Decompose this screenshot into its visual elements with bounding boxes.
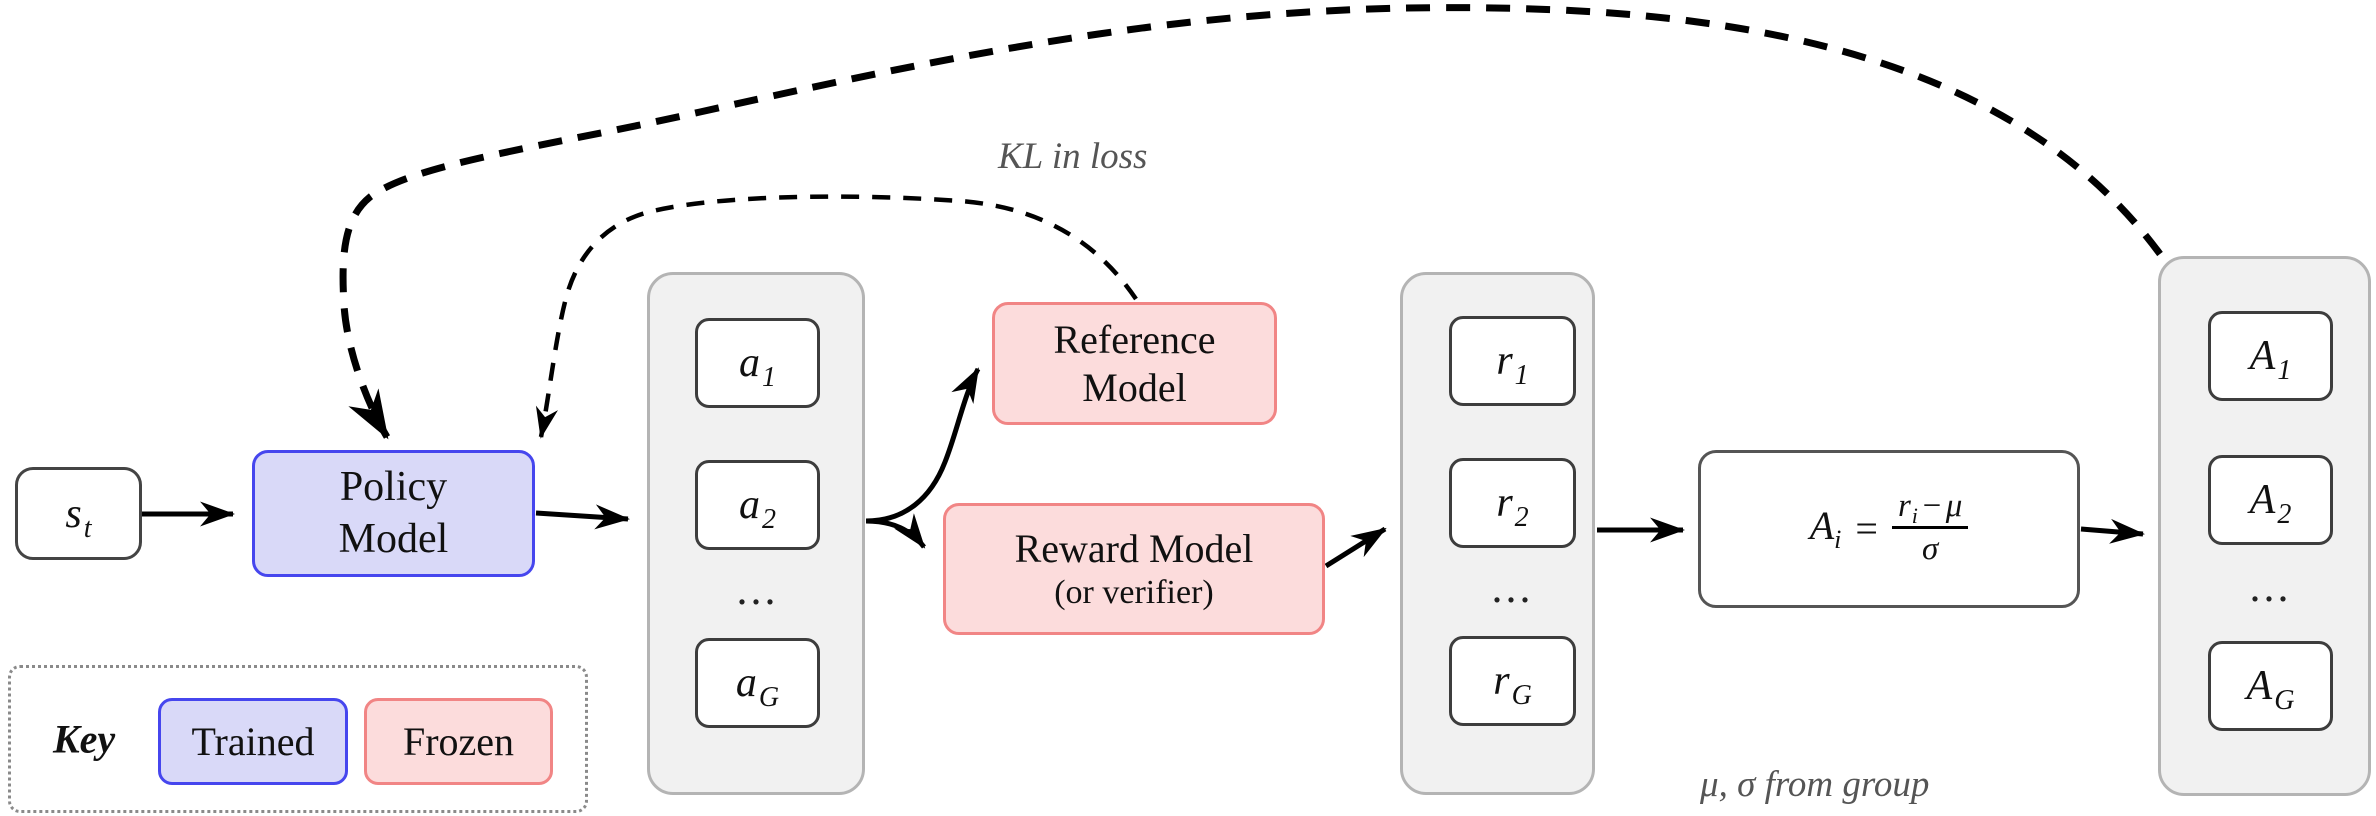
policy-model-label: Policy Model [338,464,449,562]
policy-model-node: Policy Model [252,450,535,577]
mu-sigma-label: μ, σ from group [1700,764,1930,805]
arrow-reference-to-policy-dashed [535,194,1138,439]
key-title: Key [53,716,116,762]
formula-lhs: Ai [1809,503,1842,555]
arrow-actions-to-reward [865,513,926,549]
actions-ellipsis: ... [736,565,779,614]
state-node: st [15,467,142,560]
advantage-item-G: AG [2208,641,2333,731]
action-item-G: aG [695,638,820,728]
reward-model-node: Reward Model (or verifier) [943,503,1325,635]
key-legend: Key Trained Frozen [8,665,588,813]
formula-fraction: ri − μ σ [1891,489,1969,569]
actions-group: a1 a2 ... aG [647,272,865,795]
formula-equals: = [1855,506,1878,552]
reference-model-node: Reference Model [992,302,1277,425]
reference-model-label: Reference Model [1053,316,1216,410]
key-trained-chip: Trained [158,698,348,785]
action-item-1: a1 [695,318,820,408]
kl-in-loss-label: KL in loss [998,136,1148,177]
reward-model-sublabel: (or verifier) [1054,573,1214,611]
formula-numerator: ri − μ [1891,489,1969,529]
rewards-group: r1 r2 ... rG [1400,272,1595,795]
key-trained-label: Trained [191,719,315,764]
action-2-label: a2 [739,482,776,535]
arrow-actions-to-reference [865,367,981,524]
arrow-reward-to-rewards [1324,526,1387,569]
reward-1-label: r1 [1496,338,1529,391]
arrow-advantages-to-policy-dashed [339,4,2163,440]
advantage-item-1: A1 [2208,311,2333,401]
key-frozen-chip: Frozen [364,698,553,785]
action-item-2: a2 [695,460,820,550]
action-G-label: aG [735,660,780,713]
state-label: st [65,490,92,544]
advantage-item-2: A2 [2208,455,2333,545]
advantage-1-label: A1 [2249,333,2292,386]
action-1-label: a1 [739,340,776,393]
reward-G-label: rG [1493,658,1532,711]
advantage-formula-node: Ai = ri − μ σ [1698,450,2080,608]
formula-denominator: σ [1921,530,1939,567]
reward-model-label: Reward Model [1014,525,1254,571]
reward-item-2: r2 [1449,458,1576,548]
advantages-ellipsis: ... [2249,562,2292,611]
advantage-2-label: A2 [2249,477,2292,530]
reward-item-1: r1 [1449,316,1576,406]
advantages-group: A1 A2 ... AG [2158,256,2371,796]
reward-2-label: r2 [1496,480,1529,533]
advantage-formula: Ai = ri − μ σ [1810,489,1969,569]
key-frozen-label: Frozen [402,719,515,764]
arrow-policy-to-actions [535,504,630,530]
advantage-G-label: AG [2246,663,2295,716]
arrow-formula-to-advantages [2080,518,2145,544]
reward-item-G: rG [1449,636,1576,726]
rewards-ellipsis: ... [1491,563,1534,612]
